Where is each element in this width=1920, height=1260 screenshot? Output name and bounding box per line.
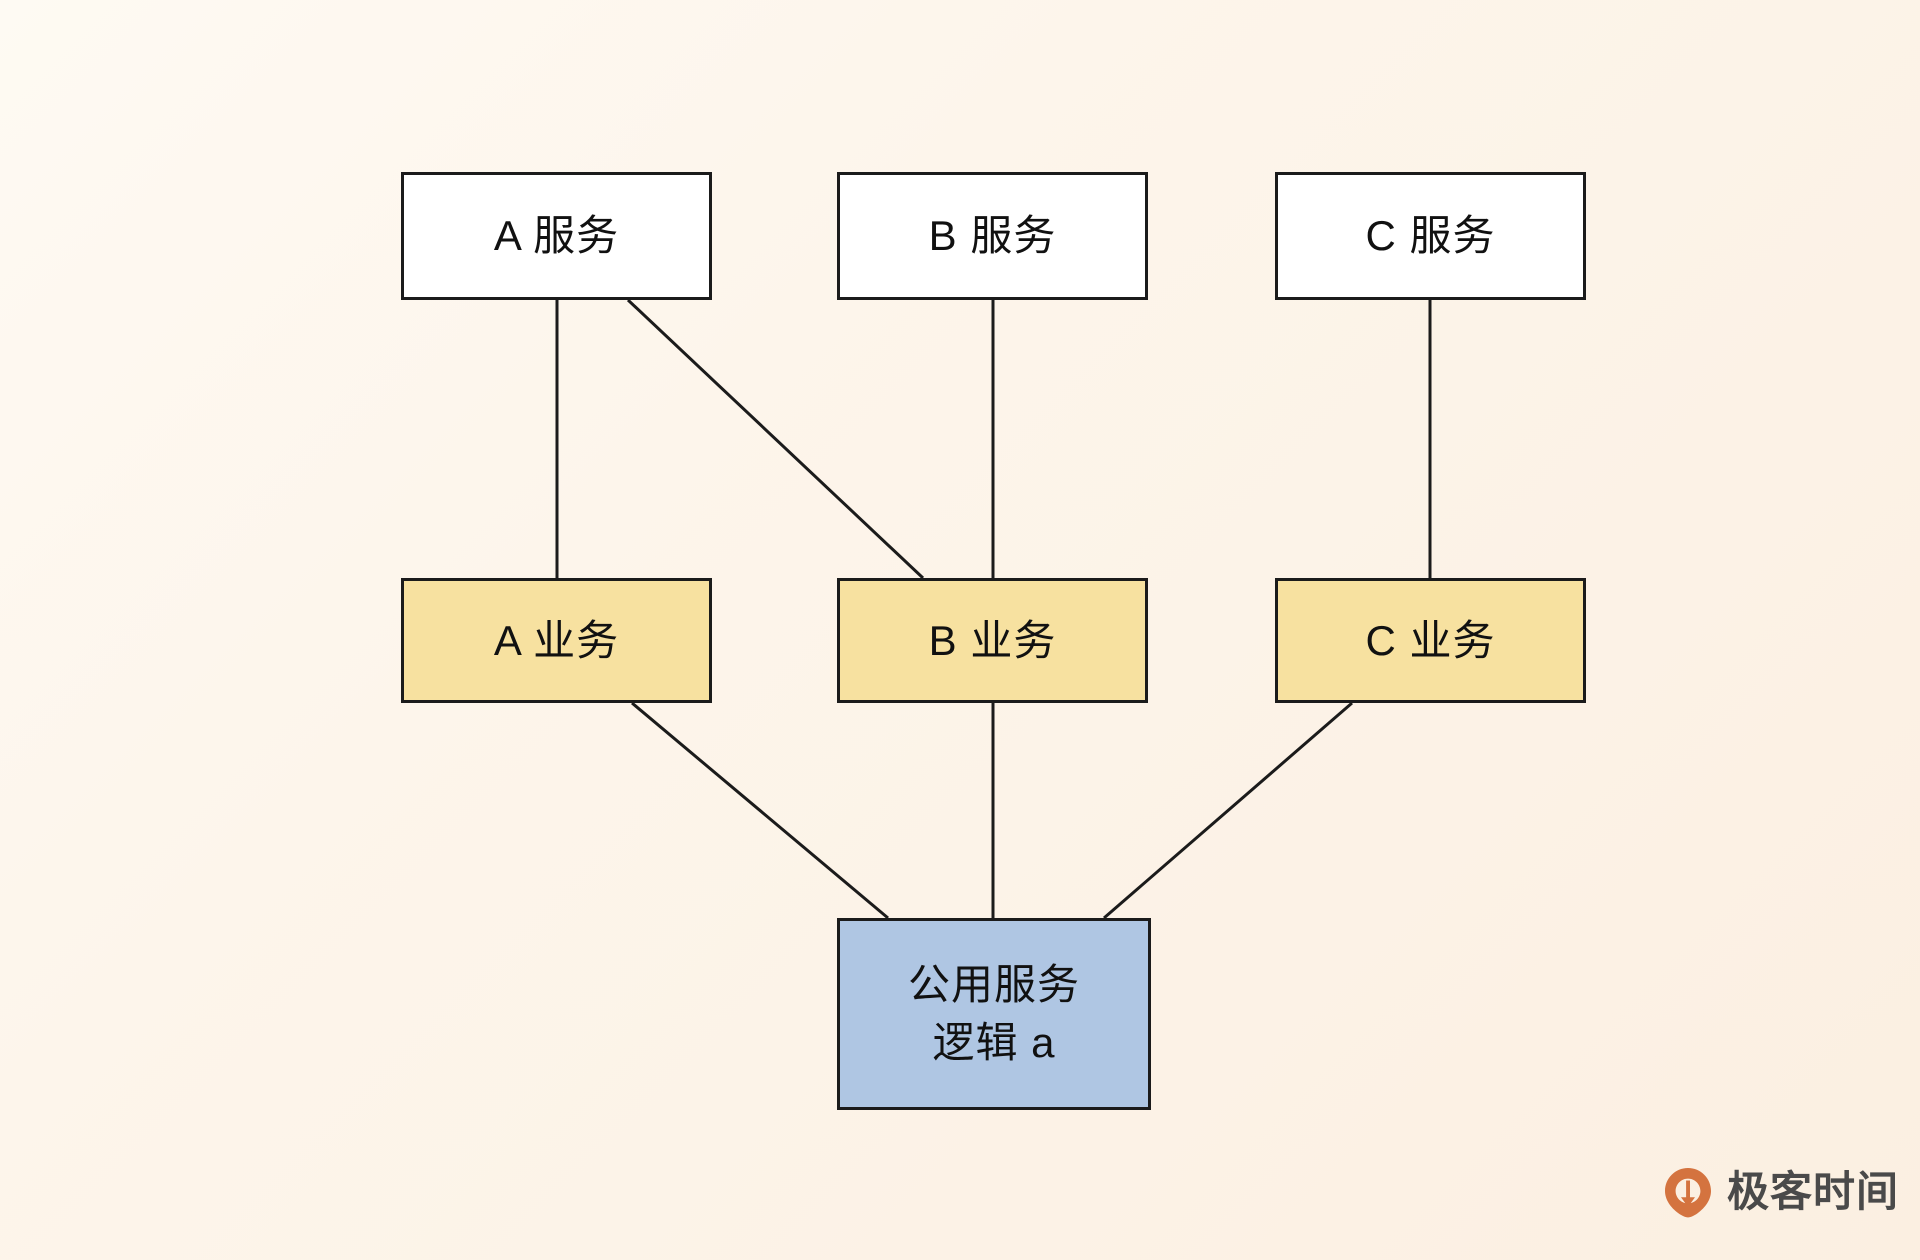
node-label: B 服务	[928, 212, 1057, 260]
connector-biz-c-to-shared-a	[1103, 701, 1353, 920]
node-label: A 服务	[493, 212, 620, 260]
node-service-c[interactable]: C 服务	[1275, 172, 1586, 300]
node-service-a[interactable]: A 服务	[401, 172, 712, 300]
node-shared-service-logic-a[interactable]: 公用服务 逻辑 a	[837, 918, 1151, 1110]
connector-biz-a-to-shared-a	[631, 701, 889, 920]
connector-svc-a-to-biz-b	[626, 298, 925, 580]
node-label-line1: 公用服务	[907, 961, 1080, 1009]
node-label: B 业务	[928, 616, 1057, 664]
geektime-logo-icon	[1662, 1166, 1714, 1218]
node-business-c[interactable]: C 业务	[1275, 578, 1586, 703]
node-label: C 服务	[1365, 212, 1496, 260]
node-label: C 业务	[1365, 616, 1496, 664]
brand-name: 极客时间	[1727, 1168, 1900, 1215]
node-label: A 业务	[493, 616, 620, 664]
node-label-line2: 逻辑 a	[932, 1019, 1056, 1066]
brand-watermark: 极客时间	[1662, 1166, 1899, 1218]
node-service-b[interactable]: B 服务	[837, 172, 1148, 300]
node-business-b[interactable]: B 业务	[837, 578, 1148, 703]
node-business-a[interactable]: A 业务	[401, 578, 712, 703]
